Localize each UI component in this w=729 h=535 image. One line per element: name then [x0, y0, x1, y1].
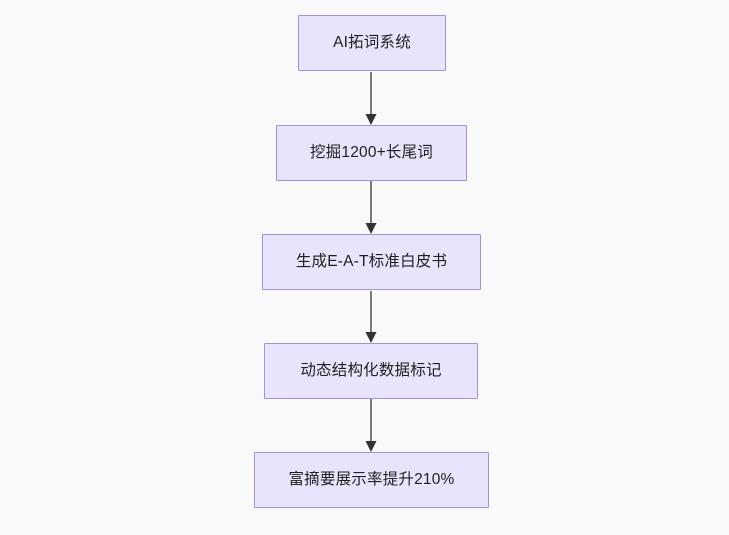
flow-node-label: AI拓词系统	[333, 34, 411, 52]
edge-n4-n5	[365, 399, 377, 452]
flow-node-dynamic-structured-data-markup[interactable]: 动态结构化数据标记	[264, 343, 478, 399]
flow-node-label: 生成E-A-T标准白皮书	[295, 253, 448, 271]
edge-n2-n3	[365, 181, 377, 234]
edge-n3-n4	[365, 291, 377, 343]
flow-node-ai-keyword-system[interactable]: AI拓词系统	[298, 15, 446, 71]
flow-node-label: 动态结构化数据标记	[300, 362, 442, 380]
edge-n1-n2	[365, 72, 377, 125]
flow-node-mine-longtail-keywords[interactable]: 挖掘1200+长尾词	[276, 125, 467, 181]
flow-node-label: 富摘要展示率提升210%	[288, 471, 455, 489]
flow-node-generate-eat-whitepaper[interactable]: 生成E-A-T标准白皮书	[262, 234, 481, 290]
flow-node-rich-snippet-impression-lift[interactable]: 富摘要展示率提升210%	[254, 452, 489, 508]
flow-node-label: 挖掘1200+长尾词	[309, 144, 434, 162]
